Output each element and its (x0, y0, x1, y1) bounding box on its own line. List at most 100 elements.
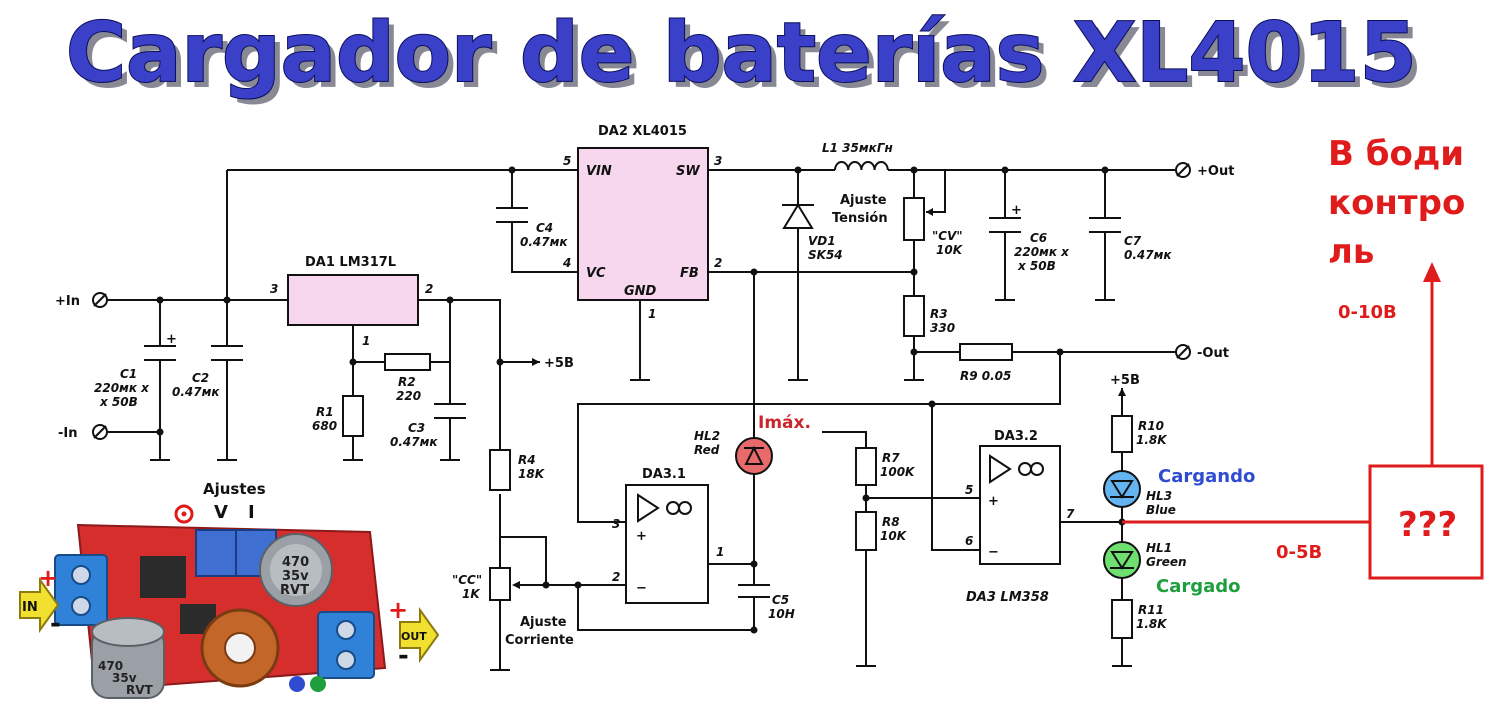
r8-value: 10K (880, 529, 908, 543)
hl2-label: HL2 (694, 429, 720, 443)
c6-value-2: x 50В (1017, 259, 1056, 273)
da3-2-label: DA3.2 (994, 429, 1038, 444)
da3-2-pin-plus: 5 (965, 483, 973, 497)
r10-label: R10 (1138, 419, 1164, 433)
r9-label: R9 0.05 (960, 369, 1011, 383)
r4-label: R4 (518, 453, 536, 467)
terminals: +In -In +Out -Out +5В +5В (55, 162, 1234, 441)
supply-5v-label: +5В (544, 356, 574, 371)
da2-pin-number-vin: 5 (563, 154, 571, 168)
r3-value: 330 (930, 321, 955, 335)
r11-value: 1.8K (1136, 617, 1168, 631)
hl1-color: Green (1146, 555, 1187, 569)
c5-label: C5 (772, 593, 789, 607)
vd1-label: VD1 (808, 234, 836, 248)
da2-label: DA2 XL4015 (598, 124, 687, 139)
c4-label: C4 (536, 221, 553, 235)
page-title: Cargador de baterías XL4015 (66, 6, 1417, 101)
cap-text-top-1: 470 (282, 555, 309, 570)
led-hl3-blue: HL3 Blue (1103, 470, 1176, 517)
ajustes-v-label: V (214, 502, 228, 523)
da3-1-opamp: DA3.1 + − 3 2 1 (612, 467, 724, 604)
c6-value-1: 220мк x (1014, 245, 1070, 259)
cv-label: "CV" (932, 229, 963, 243)
module-photo: Ajustes V I 470 35v RVT 470 35v RVT (19, 480, 440, 699)
module-in-minus: - (50, 609, 61, 639)
da1-lm317l-chip: DA1 LM317L 3 2 1 (270, 255, 433, 348)
r4-value: 18K (518, 467, 546, 481)
da2-pin-gnd: GND (624, 284, 657, 299)
bodi-line3: ль (1328, 232, 1374, 272)
module-out-minus: - (398, 641, 409, 671)
resistor-r10: R10 1.8K (1111, 415, 1168, 453)
capacitor-c5: C5 10Н (738, 584, 795, 621)
junction-dots (156, 166, 1126, 634)
diode-vd1: VD1 SK54 (782, 203, 843, 262)
terminal-in-minus: -In (58, 426, 78, 441)
da1-pin-number-out: 2 (425, 282, 433, 296)
da3-2-pin-minus: 6 (965, 534, 973, 548)
potentiometer-cc: "CC" 1K (452, 567, 520, 601)
l1-label: L1 35мкГн (822, 141, 893, 155)
da1-pin-number-adj: 1 (362, 334, 370, 348)
hl2-color: Red (694, 443, 720, 457)
bodi-line1: В боди (1328, 134, 1464, 174)
resistor-r9: R9 0.05 (959, 343, 1013, 383)
c1-label: C1 (120, 367, 137, 381)
imax-label: Imáx. (758, 413, 811, 433)
da2-pin-sw: SW (676, 164, 700, 179)
r2-value: 220 (396, 389, 421, 403)
capacitor-c6: + C6 220мк x x 50В (989, 203, 1070, 273)
range-0-5v-label: 0-5В (1276, 542, 1322, 563)
c5-value: 10Н (768, 607, 795, 621)
resistor-r7: R7 100K (855, 447, 916, 486)
capacitor-c3: C3 0.47мк (390, 403, 466, 449)
hl1-label: HL1 (1146, 541, 1172, 555)
c3-label: C3 (408, 421, 425, 435)
r11-label: R11 (1138, 603, 1164, 617)
resistor-r3: R3 330 (903, 295, 955, 337)
module-in-plus: + (38, 564, 58, 592)
r7-label: R7 (882, 451, 900, 465)
da2-pin-vin: VIN (586, 164, 612, 179)
r1-value: 680 (312, 419, 337, 433)
ajuste-corriente-line1: Ajuste (520, 615, 567, 630)
c2-label: C2 (192, 371, 209, 385)
da3-2-pin-out: 7 (1066, 507, 1075, 521)
da3-label: DA3 LM358 (966, 590, 1049, 605)
cap-text-bottom-1: 470 (98, 659, 123, 673)
inductor-l1: L1 35мкГн (822, 141, 893, 171)
da3-1-plus-sign: + (636, 529, 647, 544)
da3-2-minus-sign: − (988, 545, 999, 560)
vd1-value: SK54 (808, 248, 843, 262)
c6-polarity: + (1011, 203, 1022, 218)
range-0-10v-label: 0-10В (1338, 302, 1397, 323)
r10-value: 1.8K (1136, 433, 1168, 447)
da3-1-pin-out: 1 (716, 545, 724, 559)
da3-2-opamp: DA3.2 + − 5 6 7 DA3 LM358 (965, 429, 1075, 605)
da2-pin-vc: VC (586, 266, 606, 281)
da1-pin-number-in: 3 (270, 282, 278, 296)
ajustes-i-label: I (248, 502, 255, 523)
supply-5v-led-label: +5В (1110, 373, 1140, 388)
page-title-shadow: Cargador de baterías XL4015 (72, 12, 1423, 107)
c6-label: C6 (1030, 231, 1047, 245)
cap-text-top-2: 35v (282, 569, 309, 584)
bodi-line2: контро (1328, 183, 1465, 223)
resistor-r8: R8 10K (855, 511, 908, 551)
r2-label: R2 (398, 375, 416, 389)
c1-polarity: + (166, 332, 177, 347)
c1-value-2: x 50В (99, 395, 138, 409)
ajuste-tension-line1: Ajuste (840, 193, 887, 208)
ajuste-corriente-line2: Corriente (505, 633, 574, 648)
terminal-out-minus: -Out (1197, 346, 1229, 361)
red-controller-block: ??? 0-5В 0-10В В боди контро ль (1122, 134, 1484, 580)
cap-text-bottom-3: RVT (126, 683, 154, 697)
ajuste-tension-line2: Tensión (832, 211, 888, 226)
c7-label: C7 (1124, 234, 1142, 248)
da3-1-label: DA3.1 (642, 467, 686, 482)
terminal-out-plus: +Out (1197, 164, 1234, 179)
resistor-r11: R11 1.8K (1111, 599, 1168, 639)
ground-ticks (150, 299, 1132, 671)
r7-value: 100K (880, 465, 916, 479)
